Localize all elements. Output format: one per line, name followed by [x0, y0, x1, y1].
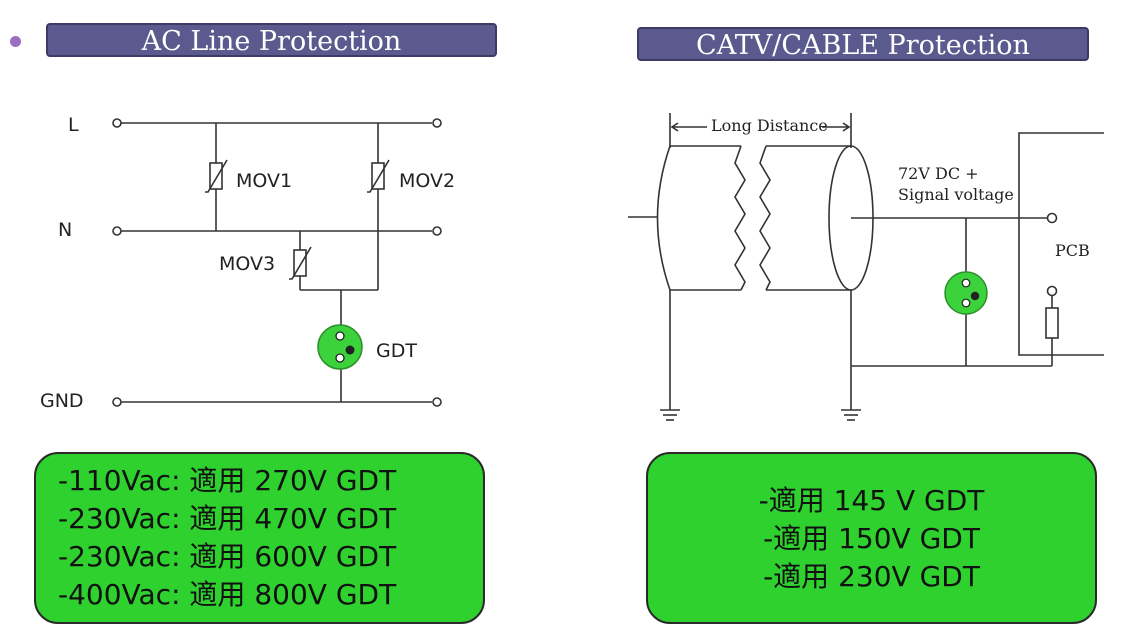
- ac-note-line: -110Vac: 適用 270V GDT: [58, 464, 397, 497]
- terminal-N-right: [432, 226, 442, 236]
- ac-gdt-symbol: [317, 324, 363, 370]
- pcb-resistor: [1045, 307, 1059, 339]
- label-voltage-line1: 72V DC +: [898, 164, 979, 183]
- ac-note-line: -230Vac: 適用 600V GDT: [58, 540, 397, 573]
- label-long-distance: Long Distance: [711, 116, 828, 135]
- ac-line-protection-title: AC Line Protection: [46, 23, 497, 57]
- catv-note-line: -適用 145 V GDT: [758, 484, 985, 517]
- ac-note-line: -230Vac: 適用 470V GDT: [58, 502, 397, 535]
- terminal-GND-right: [432, 397, 442, 407]
- terminal-GND-left: [112, 397, 122, 407]
- terminal-L-right: [432, 118, 442, 128]
- catv-circuit: [628, 113, 1104, 421]
- label-N: N: [58, 219, 72, 241]
- label-mov1: MOV1: [236, 170, 292, 192]
- label-pcb: PCB: [1055, 241, 1090, 260]
- label-GND: GND: [40, 390, 84, 412]
- label-gdt: GDT: [376, 340, 417, 362]
- ac-gdt-recommendations-box: -110Vac: 適用 270V GDT -230Vac: 適用 470V GD…: [34, 452, 485, 624]
- terminal-N-left: [112, 226, 122, 236]
- pcb-box: [1018, 132, 1104, 356]
- catv-note-line: -適用 150V GDT: [763, 522, 980, 555]
- terminal-L-left: [112, 118, 122, 128]
- ac-note-line: -400Vac: 適用 800V GDT: [58, 578, 397, 611]
- pcb-signal-terminal: [1046, 212, 1058, 224]
- catv-gdt-symbol: [944, 271, 988, 315]
- catv-cable-protection-title: CATV/CABLE Protection: [637, 27, 1089, 61]
- label-L: L: [68, 114, 79, 136]
- label-mov2: MOV2: [399, 170, 455, 192]
- cable-left-end: [656, 145, 671, 291]
- catv-note-line: -適用 230V GDT: [763, 560, 980, 593]
- label-voltage-line2: Signal voltage: [898, 185, 1014, 204]
- label-mov3: MOV3: [219, 253, 275, 275]
- bullet-dot: [10, 36, 21, 47]
- catv-gdt-recommendations-box: -適用 145 V GDT -適用 150V GDT -適用 230V GDT: [646, 452, 1097, 624]
- ac-circuit: [112, 118, 442, 407]
